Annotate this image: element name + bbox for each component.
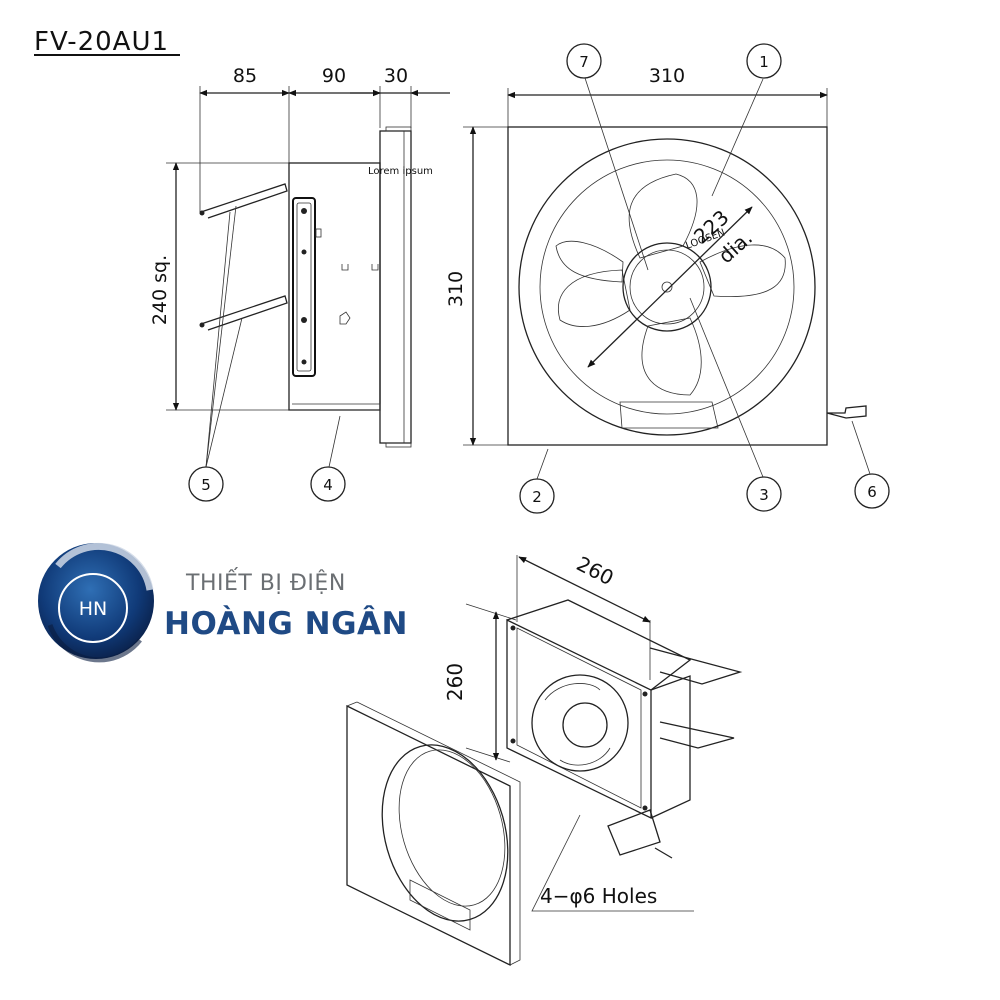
holes-label: 4−φ6 Holes [540,884,657,908]
dim-iso-width: 260 [573,551,618,590]
model-title: FV-20AU1 [34,27,169,57]
callouts: 1 7 2 3 6 4 5 [188,43,890,514]
brand-line-2: HOÀNG NGÂN [164,606,408,642]
callout-5: 5 [201,476,211,494]
side-label: Lorem ipsum [368,166,433,177]
dim-90: 90 [322,65,346,87]
pull-cord [826,405,867,419]
callout-6: 6 [867,483,877,501]
shutter-blade-bottom [200,295,288,331]
dim-30: 30 [384,65,408,87]
callout-7: 7 [579,53,589,71]
dim-240-sq: 240 sq. [149,255,171,325]
brand-line-1: THIẾT BỊ ĐIỆN [185,568,346,596]
side-grille [379,130,412,444]
callout-2: 2 [532,488,542,506]
side-height-dimension: 240 sq. [149,162,289,411]
front-view: 310 310 LOOSEN 223 dia. [445,65,867,446]
dim-front-height: 310 [445,271,467,307]
iso-box-front [506,618,652,820]
callout-4: 4 [323,476,333,494]
side-bracket [292,197,316,377]
side-view: 85 90 30 240 sq. Lorem ipsum [149,65,450,448]
dim-front-width: 310 [649,65,685,87]
dim-iso-height: 260 [443,663,467,701]
callout-3: 3 [759,486,769,504]
side-body [288,162,381,411]
front-panel [507,126,828,446]
shutter-blade-top [200,183,288,219]
front-handle [619,401,719,429]
callout-1: 1 [759,53,769,71]
title-block: FV-20AU1 [34,27,180,57]
brand-logo-text: HN [79,598,108,620]
front-inner-ring [539,159,795,415]
brand-block: HN THIẾT BỊ ĐIỆN HOÀNG NGÂN [38,542,408,663]
dim-85: 85 [233,65,257,87]
side-top-dimension: 85 90 30 [199,65,450,212]
front-outer-ring [518,138,816,436]
